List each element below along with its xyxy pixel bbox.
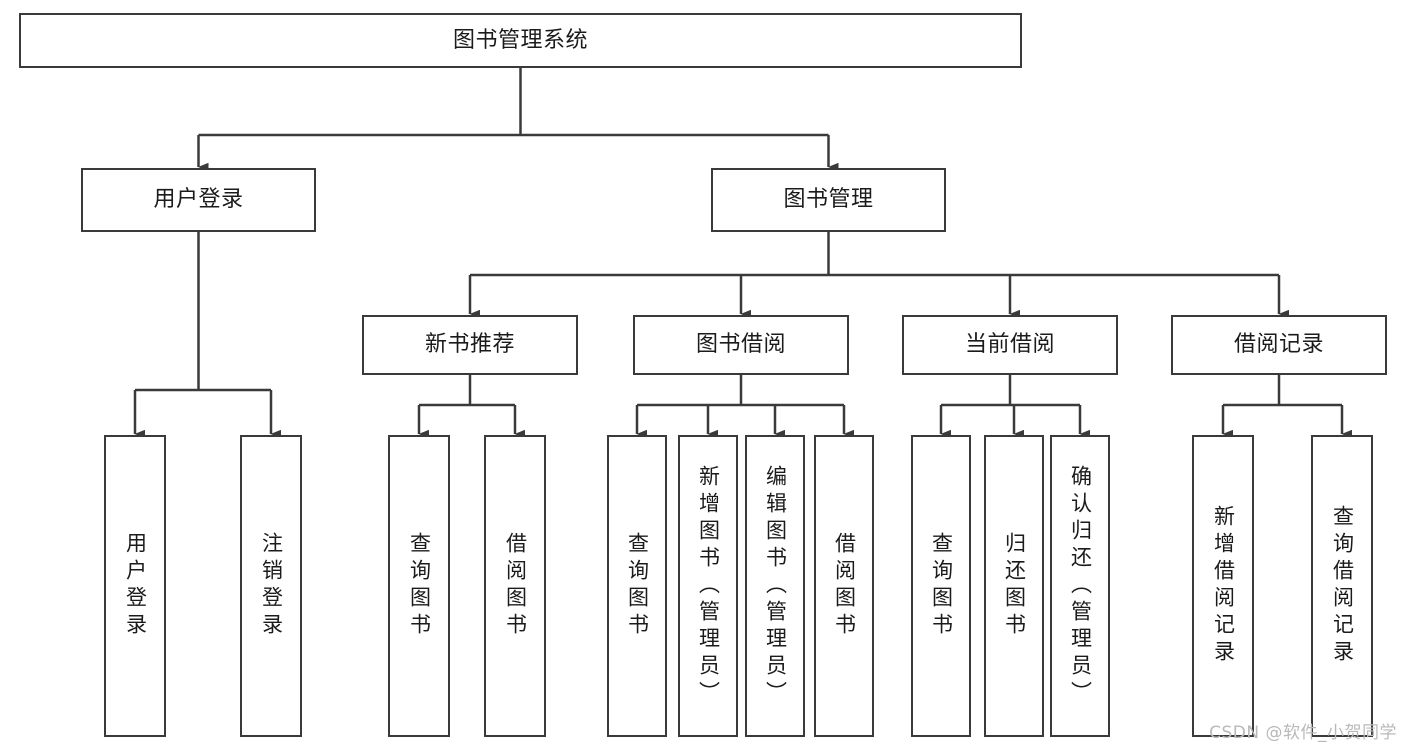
csdn-watermark: CSDN @软件_小贺同学 — [1209, 723, 1397, 743]
node-borrow-record-label: 借阅记录 — [1233, 332, 1324, 358]
node-user-login[interactable]: 用户登录 — [81, 168, 316, 232]
node-leaf-return-book-label: 归还图书 — [1002, 532, 1027, 640]
node-leaf-user-login-label: 用户登录 — [123, 532, 148, 640]
node-book-manage-label: 图书管理 — [783, 187, 874, 213]
node-leaf-query-borrow-record[interactable]: 查询借阅记录 — [1311, 435, 1373, 737]
node-leaf-query-book-2[interactable]: 查询图书 — [607, 435, 667, 737]
node-leaf-borrow-book-2[interactable]: 借阅图书 — [814, 435, 874, 737]
node-leaf-query-book-1[interactable]: 查询图书 — [388, 435, 450, 737]
node-leaf-borrow-book-1-label: 借阅图书 — [503, 532, 528, 640]
node-leaf-logout-login[interactable]: 注销登录 — [240, 435, 302, 737]
node-book-borrow[interactable]: 图书借阅 — [633, 315, 849, 375]
node-leaf-query-book-2-label: 查询图书 — [625, 532, 650, 640]
node-leaf-query-book-1-label: 查询图书 — [407, 532, 432, 640]
node-leaf-borrow-book-1[interactable]: 借阅图书 — [484, 435, 546, 737]
node-leaf-add-book-label: 新增图书（管理员） — [696, 464, 721, 708]
node-leaf-confirm-return[interactable]: 确认归还（管理员） — [1050, 435, 1110, 737]
node-current-borrow-label: 当前借阅 — [964, 332, 1055, 358]
node-leaf-borrow-book-2-label: 借阅图书 — [832, 532, 857, 640]
node-leaf-edit-book-label: 编辑图书（管理员） — [763, 464, 788, 708]
node-user-login-label: 用户登录 — [153, 187, 244, 213]
node-leaf-confirm-return-label: 确认归还（管理员） — [1068, 464, 1093, 708]
node-leaf-user-login[interactable]: 用户登录 — [104, 435, 166, 737]
node-current-borrow[interactable]: 当前借阅 — [902, 315, 1118, 375]
node-new-book-recommend-label: 新书推荐 — [424, 332, 515, 358]
node-leaf-query-book-3[interactable]: 查询图书 — [911, 435, 971, 737]
node-leaf-logout-login-label: 注销登录 — [259, 532, 284, 640]
node-borrow-record[interactable]: 借阅记录 — [1171, 315, 1387, 375]
node-root[interactable]: 图书管理系统 — [19, 13, 1022, 68]
node-leaf-add-borrow-record-label: 新增借阅记录 — [1211, 505, 1236, 667]
node-leaf-query-book-3-label: 查询图书 — [929, 532, 954, 640]
node-leaf-edit-book[interactable]: 编辑图书（管理员） — [745, 435, 805, 737]
node-book-borrow-label: 图书借阅 — [695, 332, 786, 358]
node-leaf-add-book[interactable]: 新增图书（管理员） — [678, 435, 738, 737]
node-leaf-return-book[interactable]: 归还图书 — [984, 435, 1044, 737]
node-leaf-query-borrow-record-label: 查询借阅记录 — [1330, 505, 1355, 667]
node-leaf-add-borrow-record[interactable]: 新增借阅记录 — [1192, 435, 1254, 737]
node-new-book-recommend[interactable]: 新书推荐 — [362, 315, 578, 375]
node-book-manage[interactable]: 图书管理 — [711, 168, 946, 232]
node-root-label: 图书管理系统 — [452, 27, 588, 53]
